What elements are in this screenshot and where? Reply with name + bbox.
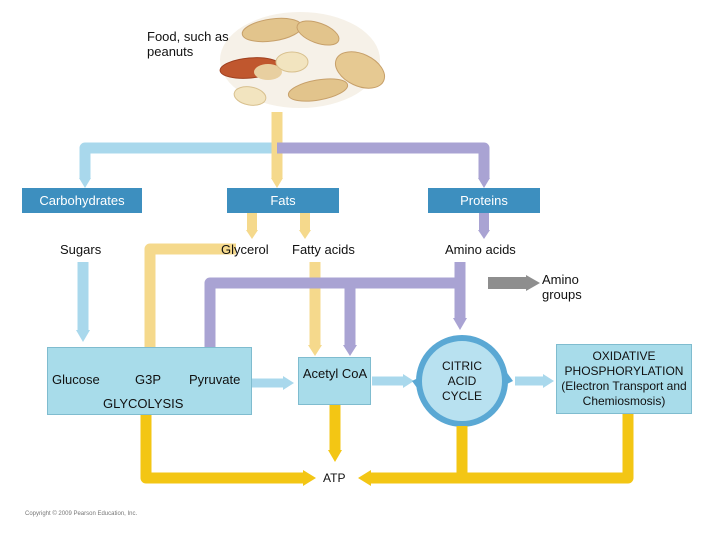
atp-label: ATP [323, 471, 346, 485]
glucose-label: Glucose [52, 372, 100, 387]
food-label: Food, such as peanuts [147, 29, 229, 59]
acetyl-coa-label: Acetyl CoA [302, 366, 368, 381]
protein-pathway-arrows [203, 142, 490, 366]
oxidative-phosphorylation-detail: (Electron Transport and Chemiosmosis) [561, 379, 687, 408]
oxidative-phosphorylation-title: OXIDATIVE PHOSPHORYLATION [564, 349, 684, 378]
glycolysis-box [47, 347, 252, 415]
copyright-text: Copyright © 2009 Pearson Education, Inc. [25, 511, 138, 517]
citric-acid-cycle-circle [412, 335, 513, 427]
oxidative-phosphorylation-box [556, 344, 692, 414]
sugars-label: Sugars [60, 242, 102, 257]
glycerol-label: Glycerol [221, 242, 269, 257]
fatty-acids-label: Fatty acids [292, 242, 355, 257]
g3p-label: G3P [135, 372, 162, 387]
pyruvate-to-acetyl-arrow [251, 376, 294, 390]
citric-acid-cycle-label: CITRIC ACID CYCLE [441, 359, 482, 403]
glycolysis-title: GLYCOLYSIS [103, 396, 184, 411]
acetyl-to-cycle-arrow [372, 374, 414, 388]
peanuts-image [219, 12, 386, 108]
amino-groups-label: Amino groups [542, 272, 582, 302]
carbohydrates-box: Carbohydrates [22, 188, 142, 213]
atp-collection-arrows [140, 404, 634, 486]
cycle-to-oxidative-arrow [515, 374, 554, 388]
acetyl-coa-box [298, 357, 371, 405]
fats-box: Fats [227, 188, 339, 213]
carbohydrate-pathway-arrows [76, 112, 283, 342]
pyruvate-label: Pyruvate [189, 372, 241, 387]
amino-groups-arrow [488, 275, 540, 291]
amino-acids-label: Amino acids [445, 242, 516, 257]
proteins-box: Proteins [428, 188, 540, 213]
